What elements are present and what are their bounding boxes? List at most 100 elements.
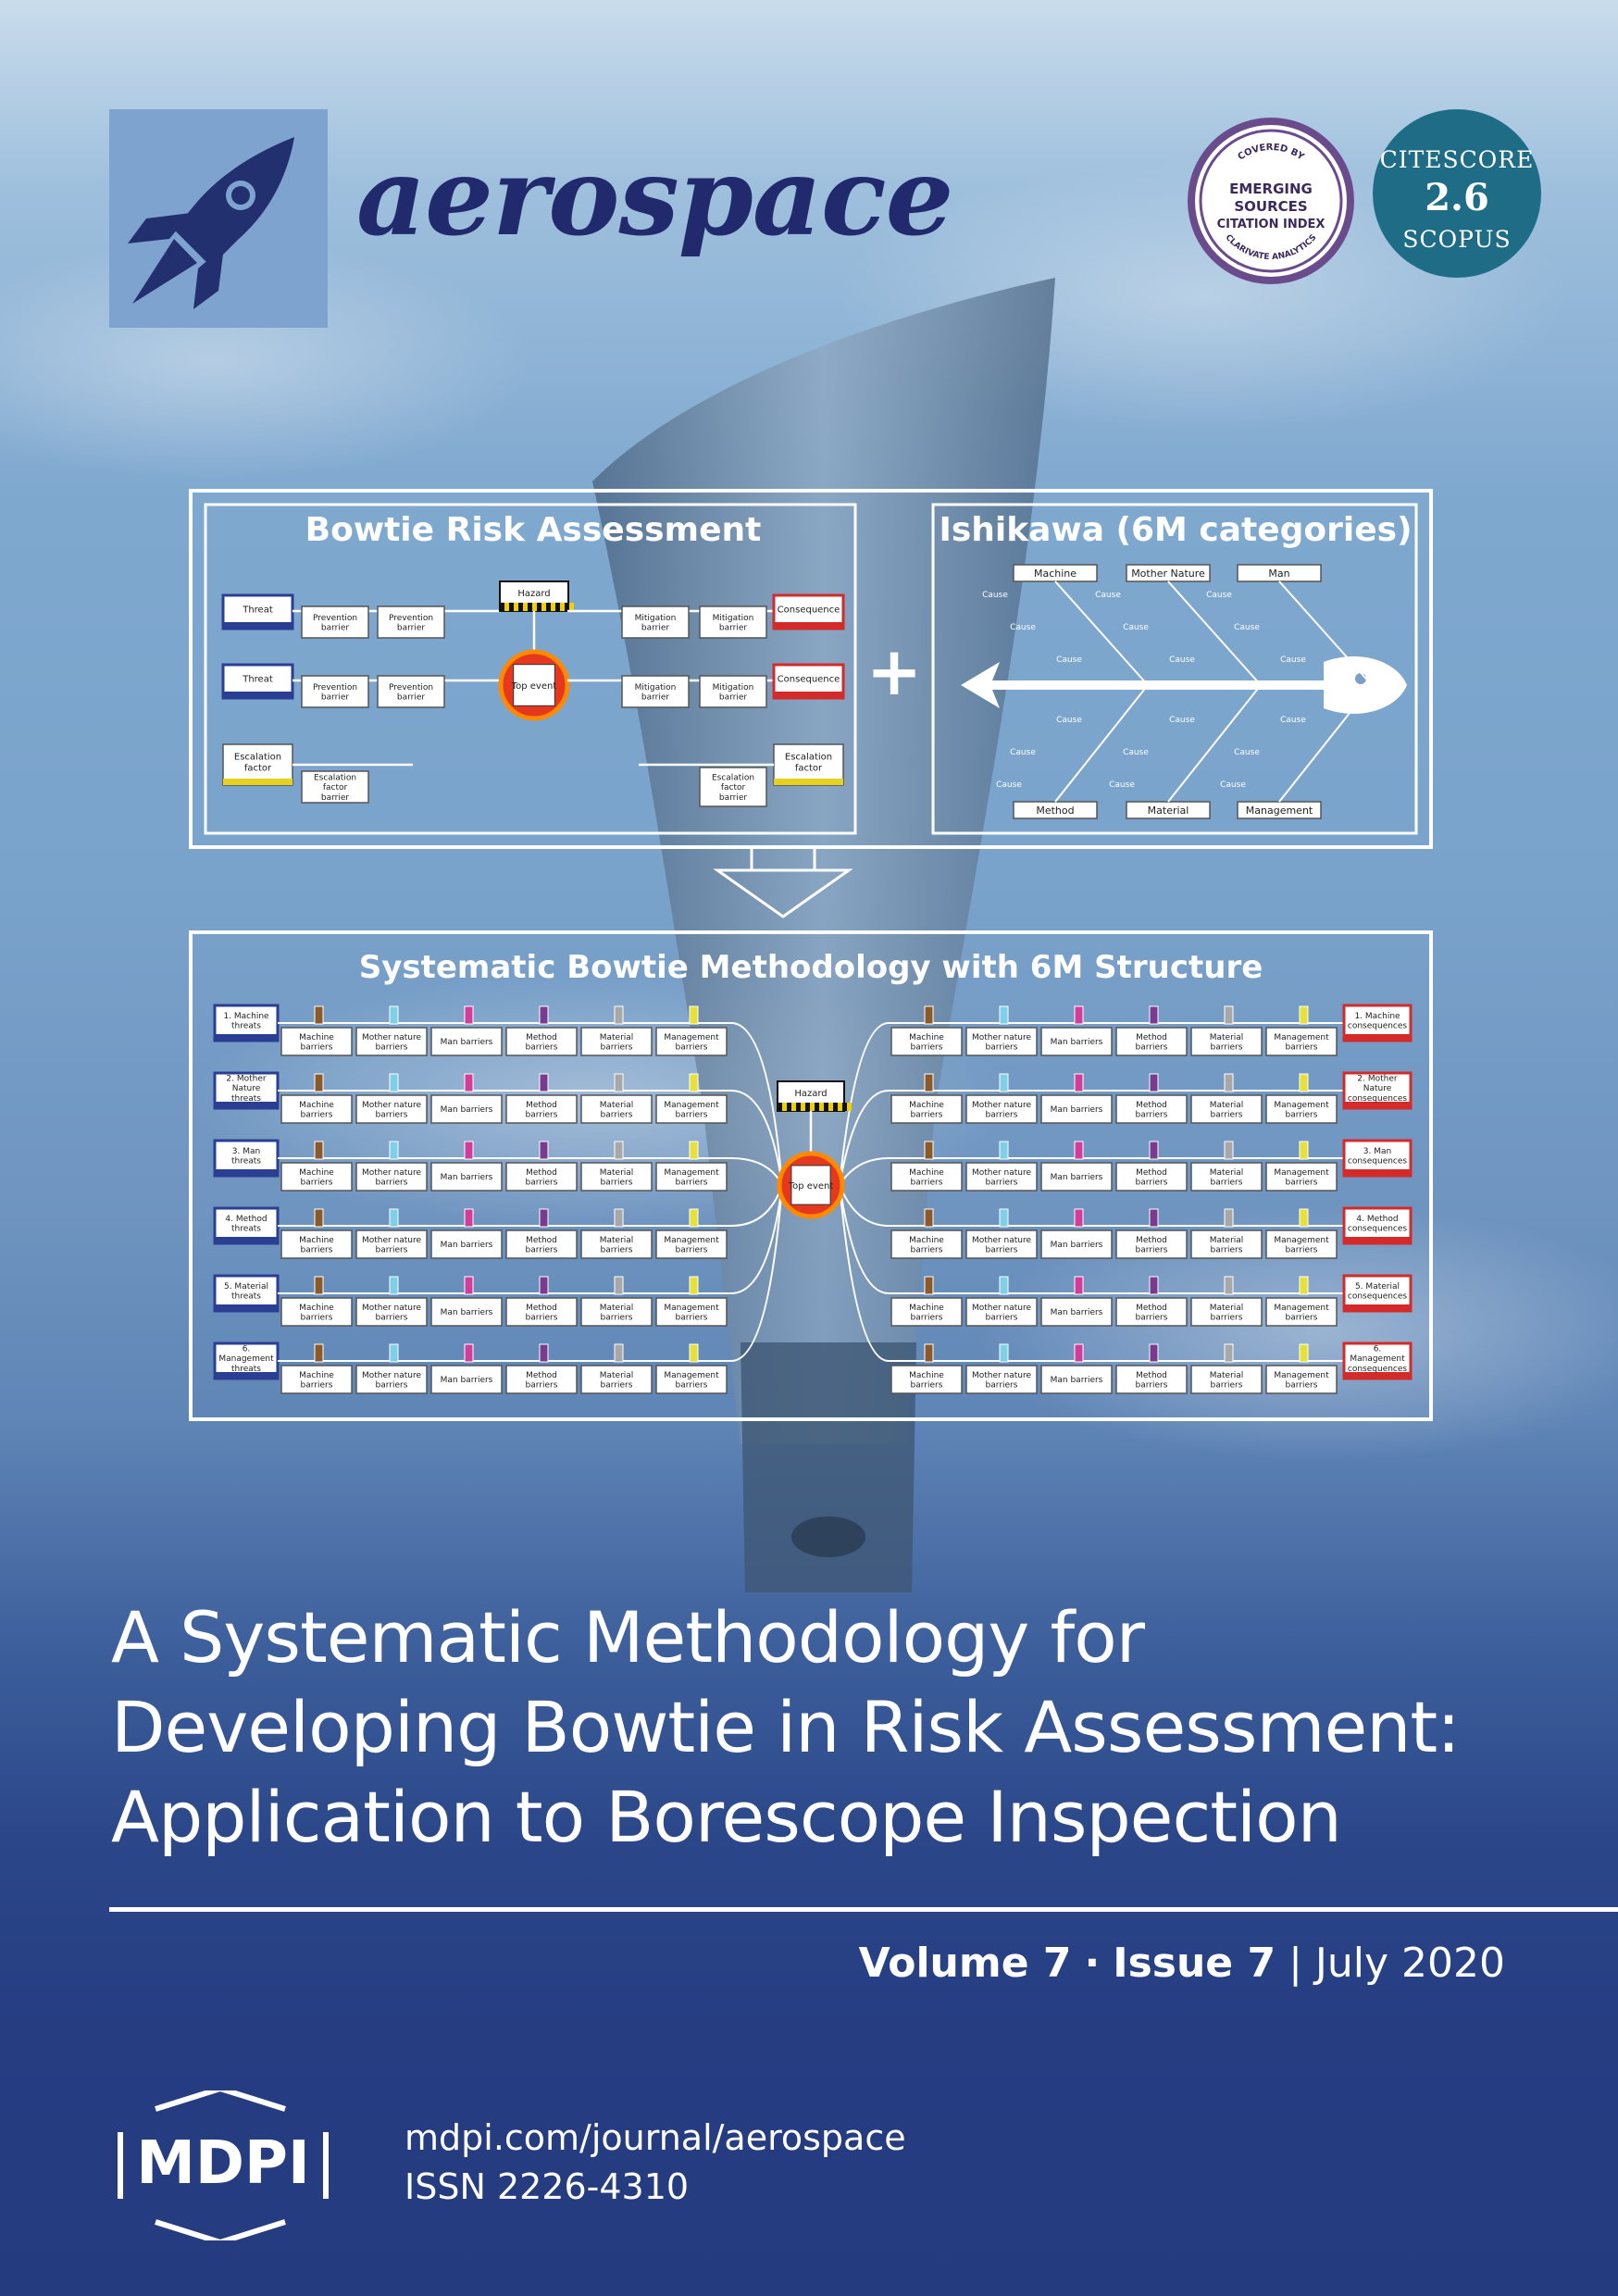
barrier-box-label: Machine xyxy=(909,1033,944,1042)
barrier-box-box xyxy=(1115,1027,1188,1056)
barrier-box-box xyxy=(355,1094,428,1124)
threat-to-top-line xyxy=(730,1157,783,1186)
barrier-box-label: Management xyxy=(1274,1101,1329,1110)
threat-box-label: 1. Machine xyxy=(223,1012,269,1021)
barrier-box-label: Material xyxy=(1210,1371,1244,1380)
barrier-tab xyxy=(389,1005,399,1025)
barrier-tab xyxy=(924,1073,934,1092)
barrier-tab xyxy=(1149,1276,1159,1295)
bowtie-hazard-stripe xyxy=(532,603,537,611)
barrier-box-box xyxy=(1115,1094,1188,1124)
barrier-tab xyxy=(464,1343,474,1363)
barrier-box-label: barriers xyxy=(676,1381,708,1391)
ishikawa-cause: Cause xyxy=(1220,780,1246,790)
threat-box-label: threats xyxy=(231,1292,261,1302)
esci-line2: SOURCES xyxy=(1234,198,1307,215)
issue-separator: · xyxy=(1084,1940,1101,1987)
barrier-tab xyxy=(539,1005,549,1025)
journal-url[interactable]: mdpi.com/journal/aerospace xyxy=(404,2117,906,2158)
fish-tail xyxy=(961,662,1000,708)
barrier-box-label: barriers xyxy=(301,1043,333,1053)
threat-to-top-line xyxy=(730,1090,783,1186)
barrier-box-box xyxy=(1265,1162,1338,1192)
barrier-box-label: Mother nature xyxy=(972,1033,1032,1042)
systematic-hazard-stripe xyxy=(787,1103,791,1111)
barrier-box-label: Mother nature xyxy=(362,1033,422,1042)
ishikawa-branch xyxy=(1054,580,1149,686)
bowtie-escalation-factor-label: factor xyxy=(795,764,823,774)
barrier-box-label: Management xyxy=(664,1236,719,1245)
ishikawa-category-label: Method xyxy=(1036,805,1074,817)
volume: Volume 7 xyxy=(858,1940,1072,1987)
consequence-box-label: 3. Man xyxy=(1363,1147,1391,1156)
barrier-tab xyxy=(614,1208,624,1228)
systematic-panel-title: Systematic Bowtie Methodology with 6M St… xyxy=(359,949,1263,986)
barrier-tab xyxy=(1149,1343,1159,1363)
bowtie-escalation-barrier-label: factor xyxy=(323,783,348,792)
barrier-box-box xyxy=(1040,1229,1113,1259)
bowtie-escalation-factor-label: Escalation xyxy=(234,753,281,763)
barrier-box-label: Material xyxy=(600,1101,634,1110)
barrier-box-box xyxy=(965,1094,1038,1124)
top-to-consequence-line xyxy=(839,1022,890,1186)
barrier-box-label: Machine xyxy=(909,1236,944,1245)
systematic-hazard-stripe xyxy=(847,1103,852,1111)
barrier-box-label: barriers xyxy=(676,1179,708,1188)
consequence-box-label: 2. Mother xyxy=(1357,1074,1397,1083)
ishikawa-branch xyxy=(1167,580,1262,686)
barrier-box-box xyxy=(280,1365,353,1394)
fish-spine xyxy=(990,680,1333,690)
barrier-tab xyxy=(1299,1073,1309,1092)
barrier-box-label: Material xyxy=(600,1168,634,1178)
bowtie-prevention-barrier-box xyxy=(301,605,369,639)
barrier-tab xyxy=(999,1141,1009,1160)
bowtie-mitigation-barrier-label: barrier xyxy=(719,624,748,633)
systematic-top-event-label: Top event xyxy=(788,1181,834,1192)
barrier-tab xyxy=(689,1141,699,1160)
barrier-box-label: barriers xyxy=(301,1314,333,1323)
barrier-box-label: barriers xyxy=(1136,1314,1168,1323)
citescore-label: CITESCORE xyxy=(1379,146,1535,173)
bowtie-hazard-stripe xyxy=(565,603,569,611)
ishikawa-cause: Cause xyxy=(1056,655,1082,665)
bowtie-prevention-barrier-label: barrier xyxy=(397,693,426,703)
barrier-box-label: Machine xyxy=(299,1304,334,1313)
bowtie-hazard-stripe xyxy=(504,603,509,611)
barrier-tab xyxy=(1299,1276,1309,1295)
barrier-box-box xyxy=(1190,1229,1263,1259)
ishikawa-cause: Cause xyxy=(982,591,1008,600)
barrier-box-label: barriers xyxy=(376,1246,408,1255)
barrier-tab xyxy=(924,1276,934,1295)
article-title-line: A Systematic Methodology for xyxy=(111,1596,1145,1678)
bowtie-escalation-barrier-label: Escalation xyxy=(712,773,754,782)
issue-number: Issue 7 xyxy=(1113,1940,1276,1987)
bowtie-hazard-stripe xyxy=(551,603,555,611)
consequence-box-color-bar xyxy=(1344,1304,1411,1311)
barrier-tab xyxy=(1224,1276,1234,1295)
bowtie-mitigation-barrier-label: Mitigation xyxy=(635,614,677,623)
consequence-box-label: consequences xyxy=(1348,1022,1408,1031)
threat-box-color-bar xyxy=(215,1102,278,1108)
ishikawa-cause: Cause xyxy=(1010,623,1036,632)
fish-head xyxy=(1324,656,1407,714)
barrier-box-box xyxy=(430,1365,503,1394)
systematic-hazard-stripe xyxy=(810,1103,815,1111)
barrier-tab xyxy=(999,1005,1009,1025)
consequence-box-color-bar xyxy=(1344,1102,1411,1108)
barrier-box-box xyxy=(355,1365,428,1394)
threat-box-label: 6. xyxy=(243,1344,251,1354)
barrier-tab xyxy=(1149,1005,1159,1025)
barrier-tab xyxy=(539,1141,549,1160)
barrier-tab xyxy=(689,1073,699,1092)
barrier-box-label: Man barriers xyxy=(1051,1173,1103,1182)
consequence-box-label: Management xyxy=(1350,1354,1405,1364)
barrier-box-label: barriers xyxy=(1136,1111,1168,1120)
threat-box-label: 5. Material xyxy=(224,1282,268,1292)
barrier-box-label: Management xyxy=(664,1168,719,1178)
bowtie-hazard-stripe xyxy=(514,603,518,611)
ishikawa-cause: Cause xyxy=(1123,623,1149,632)
barrier-box-label: Mother nature xyxy=(362,1304,422,1313)
barrier-box-box xyxy=(505,1229,578,1259)
consequence-box-label: consequences xyxy=(1348,1225,1408,1234)
barrier-box-label: barriers xyxy=(1136,1246,1168,1255)
